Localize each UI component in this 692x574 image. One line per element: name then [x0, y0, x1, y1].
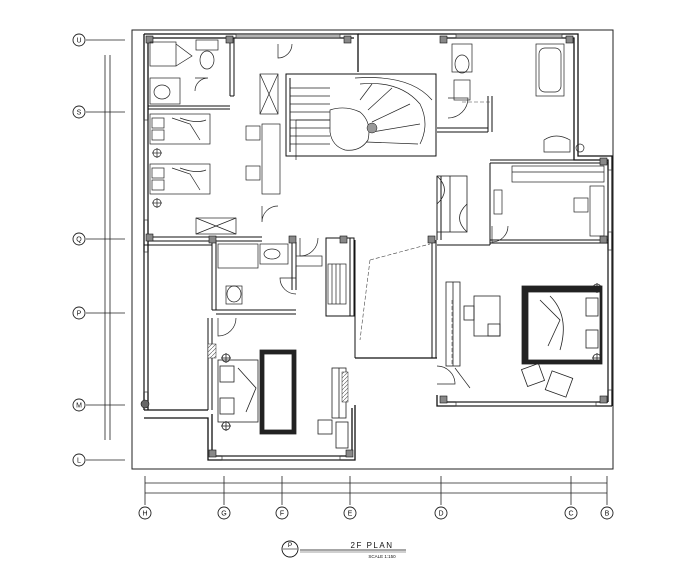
hatched-elements [207, 343, 349, 403]
grid-bubble-p [72, 306, 86, 320]
grid-bubble-h [138, 506, 152, 520]
grid-label-u: U [76, 38, 81, 45]
drawing-scale: SCALE 1:150 [368, 554, 396, 559]
structural-columns [145, 35, 608, 458]
grid-label-h: H [142, 511, 147, 518]
round-column [140, 399, 150, 409]
grid-bubble-c [564, 506, 578, 520]
grid-bubble-g [217, 506, 231, 520]
open-void-lines [359, 101, 490, 366]
grid-label-q: Q [76, 237, 82, 244]
bathroom-fixtures-top-left [149, 39, 219, 105]
sheet-mark: P [288, 542, 292, 549]
grid-label-l: L [77, 458, 81, 465]
interior-walls [144, 38, 608, 410]
grid-bubble-b [600, 506, 614, 520]
grid-bubbles-vertical [72, 33, 86, 467]
grid-label-f: F [280, 511, 284, 518]
grid-label-g: G [221, 511, 226, 518]
duct-shaft [195, 73, 279, 235]
exterior-walls [143, 33, 613, 461]
grid-label-b: B [605, 511, 610, 518]
lower-bedroom-furniture [217, 349, 349, 449]
grid-bubble-s [72, 105, 86, 119]
grid-bubble-u [72, 33, 86, 47]
grid-bubble-l [72, 453, 86, 467]
master-bedroom-furniture [445, 281, 603, 398]
windows [143, 33, 613, 461]
title-block: P 2F PLAN SCALE 1:150 [281, 540, 406, 559]
grid-bubble-d [434, 506, 448, 520]
grid-label-p: P [77, 311, 82, 318]
grid-bubble-q [72, 232, 86, 246]
double-door [436, 175, 468, 233]
bunk-beds [149, 113, 281, 208]
grid-label-d: D [438, 511, 443, 518]
grid-label-s: S [77, 110, 82, 117]
doors [194, 43, 509, 389]
grid-label-m: M [76, 403, 82, 410]
stair-newel [366, 122, 378, 134]
drawing-title: 2F PLAN [351, 541, 394, 550]
grid-bubbles-horizontal [138, 506, 614, 520]
staircase [290, 77, 433, 160]
study-room-furniture [493, 165, 605, 237]
grid-bubble-m [72, 398, 86, 412]
bathroom-fixtures-top-right [451, 43, 585, 153]
grid-bubble-f [275, 506, 289, 520]
bathroom-fixtures-middle [217, 243, 347, 305]
plan-frame [131, 29, 614, 470]
grid-label-e: E [348, 511, 353, 518]
grid-label-c: C [568, 511, 573, 518]
bottom-dimension-axis [144, 476, 608, 505]
left-dimension-axis [86, 39, 125, 461]
grid-bubble-e [343, 506, 357, 520]
